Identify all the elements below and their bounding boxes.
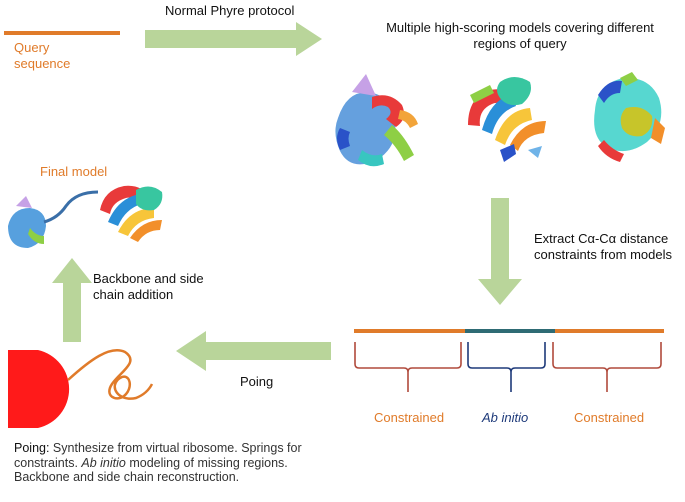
poing-caption: Poing: Synthesize from virtual ribosome.… xyxy=(14,441,314,485)
arrow-normal-protocol xyxy=(145,22,322,56)
multiple-models-label: Multiple high-scoring models covering di… xyxy=(386,20,654,51)
extract-constraints-label: Extract Cα-Cα distance constraints from … xyxy=(534,231,672,262)
constrained-left-label: Constrained xyxy=(374,410,445,425)
caption-ab-initio: Ab initio xyxy=(81,455,126,470)
normal-protocol-label: Normal Phyre protocol xyxy=(165,3,295,18)
brace-constrained-left xyxy=(354,342,462,392)
backbone-label: Backbone and side chain addition xyxy=(93,271,204,302)
protein-structure-icon xyxy=(594,72,665,162)
brace-constrained-right xyxy=(552,342,662,392)
protein-structure-icon xyxy=(8,185,163,248)
query-sequence-label: Query sequence xyxy=(14,40,71,71)
final-model-label: Final model xyxy=(40,164,108,179)
arrow-poing xyxy=(176,331,331,371)
caption-term: Poing: xyxy=(14,441,50,455)
caption-part2: modeling of missing regions. Backbone an… xyxy=(14,455,288,485)
polypeptide-chain xyxy=(67,349,154,400)
protein-structure-icon xyxy=(335,74,418,167)
protein-structure-icon xyxy=(468,77,546,162)
ab-initio-label: Ab initio xyxy=(482,410,529,425)
ribosome-icon xyxy=(8,350,70,428)
caption-part1: Synthesize from virtual ribosome. Spring… xyxy=(14,441,302,470)
constrained-right-label: Constrained xyxy=(574,410,645,425)
arrow-extract-constraints xyxy=(478,198,522,305)
poing-label: Poing xyxy=(240,374,274,389)
brace-ab-initio xyxy=(467,342,546,392)
arrow-backbone xyxy=(52,258,92,342)
